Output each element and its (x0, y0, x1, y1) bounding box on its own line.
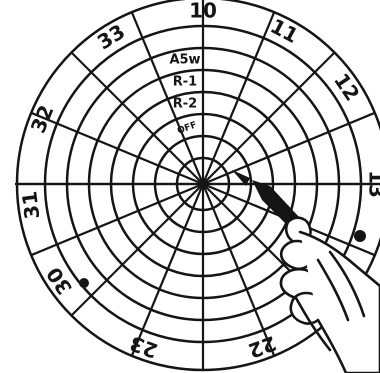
outer-label: 33 (93, 19, 129, 54)
outer-label: 12 (329, 69, 364, 106)
marker-dot (354, 230, 366, 242)
ring-label: A5w (169, 53, 200, 68)
outer-label: 30 (41, 263, 76, 300)
outer-label: 13 (365, 170, 380, 198)
ring-label: R-1 (173, 75, 197, 90)
outer-label: 10 (189, 0, 217, 23)
ring-label: OFF (176, 120, 198, 136)
ring-label: R-2 (173, 97, 197, 112)
hand-holding-pen-icon (281, 218, 380, 373)
marker-dot (79, 278, 89, 288)
outer-label: 31 (17, 190, 44, 221)
